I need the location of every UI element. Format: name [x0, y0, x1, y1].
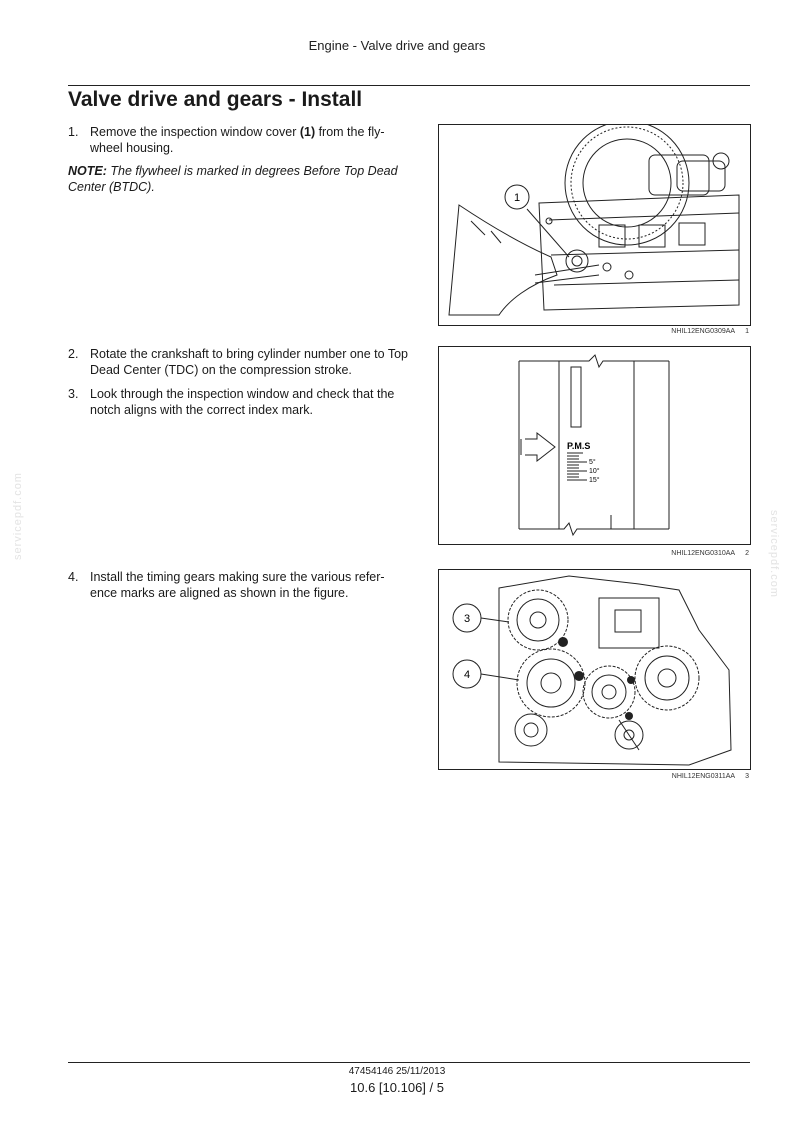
step-4-number: 4. [68, 570, 79, 584]
figure-3-caption: NHIL12ENG0311AA 3 [438, 773, 749, 780]
step-2-text: Rotate the crankshaft to bring cylinder … [90, 347, 409, 377]
figure-2-caption: NHIL12ENG0310AA 2 [438, 550, 749, 557]
figure-2-pms-label: P.M.S [567, 441, 590, 451]
figure-2-mark-15: 15° [589, 476, 600, 484]
figure-3-illustration: 3 4 [452, 575, 732, 766]
watermark-left: servicepdf.com [12, 472, 24, 560]
step-1-number: 1. [68, 125, 79, 139]
figure-3-callout-4-circle [452, 659, 482, 689]
figure-2-number: 2 [745, 550, 749, 557]
figure-2: P.M.S 5° 10° 15° [438, 346, 751, 545]
footer-rule [68, 1062, 750, 1063]
figure-3-code: NHIL12ENG0311AA [671, 773, 736, 780]
figure-1-callout-circle [504, 184, 530, 210]
watermark-right: servicepdf.com [768, 510, 780, 598]
note: NOTE: The flywheel is marked in degrees … [68, 163, 410, 195]
figure-3-callout-4-label: 4 [464, 669, 470, 681]
step-1-text: Remove the inspection window cover [90, 125, 300, 139]
footer-page-number: 10.6 [10.106] / 5 [350, 1080, 444, 1095]
step-1-callout: (1) [299, 125, 316, 139]
step-3-number: 3. [68, 387, 79, 401]
step-1: 1. Remove the inspection window cover (1… [68, 124, 410, 156]
figure-2-illustration: P.M.S 5° 10° 15° [518, 354, 670, 537]
note-text: The flywheel is marked in degrees Before… [68, 164, 398, 194]
figure-1-callout-label: 1 [514, 192, 520, 204]
step-4: 4. Install the timing gears making sure … [68, 569, 410, 601]
step-2-number: 2. [68, 347, 79, 361]
figure-1-code: NHIL12ENG0309AA [671, 328, 736, 335]
step-1-text-end: from the fly-wheel housing. [90, 125, 385, 155]
figure-3-callout-3-label: 3 [464, 613, 470, 625]
figure-2-mark-5: 5° [589, 458, 596, 466]
figure-1-number: 1 [745, 328, 749, 335]
header-rule [68, 85, 750, 86]
figure-3-number: 3 [745, 773, 749, 780]
figure-1-illustration: 1 [448, 125, 740, 316]
page-title: Valve drive and gears - Install [68, 88, 363, 111]
step-3-text: Look through the inspection window and c… [90, 387, 395, 417]
step-3: 3. Look through the inspection window an… [68, 386, 410, 418]
figure-3-callout-3-circle [452, 603, 482, 633]
header-title: Engine - Valve drive and gears [308, 38, 486, 53]
figure-3: 3 4 [438, 569, 751, 770]
step-2: 2. Rotate the crankshaft to bring cylind… [68, 346, 410, 378]
figure-2-code: NHIL12ENG0310AA [671, 550, 736, 557]
figure-1-caption: NHIL12ENG0309AA 1 [438, 328, 749, 335]
footer-doc-id: 47454146 25/11/2013 [348, 1066, 446, 1077]
note-label: NOTE: [68, 164, 107, 178]
figure-1: 1 [438, 124, 751, 326]
step-4-text: Install the timing gears making sure the… [90, 570, 385, 600]
figure-2-mark-10: 10° [589, 467, 600, 475]
